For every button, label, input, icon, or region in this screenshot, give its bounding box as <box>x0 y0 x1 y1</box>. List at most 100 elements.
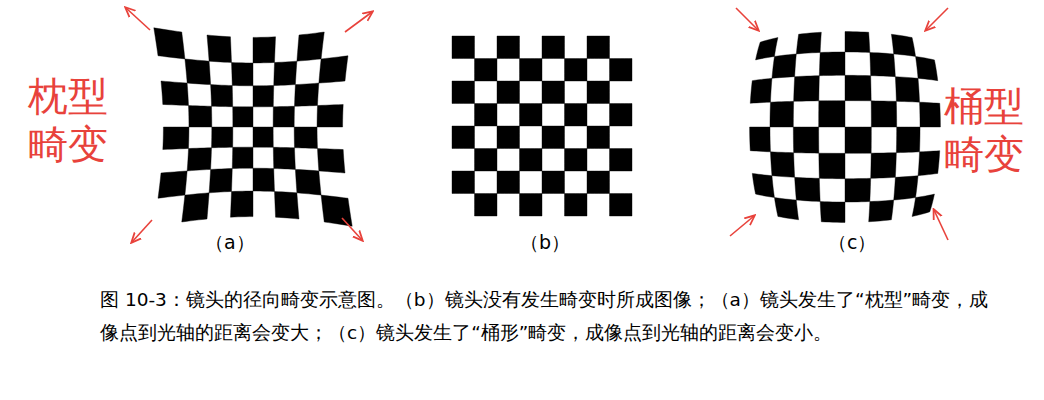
checker-square <box>253 37 276 63</box>
checker-square <box>321 195 352 226</box>
inward-arrow <box>926 8 948 30</box>
subfigure-label: （a） <box>205 230 255 256</box>
checker-square <box>845 32 870 53</box>
checker-square <box>610 59 633 82</box>
checker-square <box>820 202 845 223</box>
checker-square <box>230 191 253 217</box>
checker-square <box>845 127 871 153</box>
checker-square <box>772 54 796 78</box>
checker-square <box>520 59 543 82</box>
checker-square <box>318 149 346 174</box>
checker-square <box>295 83 319 106</box>
checker-square <box>253 168 275 191</box>
checker-square <box>189 106 212 128</box>
checker-square <box>187 148 211 171</box>
checker-square <box>770 101 794 127</box>
checker-square <box>565 104 588 127</box>
checker-square <box>610 149 633 172</box>
checker-square <box>232 147 253 168</box>
barrel-checkerboard <box>750 32 941 223</box>
checker-square <box>587 81 610 104</box>
checker-square <box>317 104 343 127</box>
handwritten-note: 桶型畸变 <box>944 82 1024 178</box>
checker-square <box>894 176 918 200</box>
checker-square <box>796 32 821 54</box>
checker-square <box>452 171 475 194</box>
checker-square <box>774 198 798 220</box>
checker-square <box>207 35 232 63</box>
checker-square <box>542 126 565 149</box>
checker-square <box>845 75 871 101</box>
checker-square <box>610 104 633 127</box>
outward-arrow <box>342 218 362 240</box>
checker-square <box>211 85 233 107</box>
inward-arrow <box>934 210 948 240</box>
checker-square <box>916 56 938 80</box>
checker-square <box>587 126 610 149</box>
pincushion-checkerboard <box>154 28 352 226</box>
checker-square <box>182 193 209 222</box>
checker-square <box>895 77 919 103</box>
checker-square <box>297 32 324 61</box>
normal-checkerboard <box>452 36 632 216</box>
checker-square <box>610 194 633 217</box>
checker-square <box>565 59 588 82</box>
checker-square <box>452 126 475 149</box>
checker-square <box>565 149 588 172</box>
checker-square <box>275 192 300 220</box>
checker-square <box>750 127 771 152</box>
checker-square <box>794 76 820 102</box>
subfigure-label: （c） <box>828 230 876 256</box>
checker-square <box>750 78 772 103</box>
checker-square <box>795 177 821 201</box>
checker-square <box>273 147 295 169</box>
outward-arrow <box>345 12 372 32</box>
checker-square <box>475 194 498 217</box>
outward-arrow <box>132 220 152 242</box>
checker-square <box>497 36 520 59</box>
checker-square <box>497 126 520 149</box>
checker-square <box>871 101 897 127</box>
checker-square <box>896 127 920 153</box>
checker-square <box>542 81 565 104</box>
checker-square <box>920 102 941 127</box>
checker-square <box>158 171 187 198</box>
checker-square <box>819 153 845 179</box>
handwritten-note: 枕型畸变 <box>28 72 108 168</box>
checker-square <box>520 149 543 172</box>
outward-arrow <box>126 8 150 30</box>
checker-square <box>163 127 189 150</box>
checker-square <box>819 52 845 76</box>
checker-square <box>452 36 475 59</box>
checker-square <box>274 61 297 85</box>
figure-caption: 图 10-3：镜头的径向畸变示意图。（b）镜头没有发生畸变时所成图像；（a）镜头… <box>100 283 1005 349</box>
checker-square <box>770 152 794 178</box>
checker-square <box>520 194 543 217</box>
checker-square <box>871 153 897 179</box>
checker-square <box>542 171 565 194</box>
checker-square <box>793 127 819 153</box>
checker-square <box>452 81 475 104</box>
checker-square <box>542 36 565 59</box>
checker-square <box>918 151 940 176</box>
checker-square <box>475 104 498 127</box>
checker-square <box>520 104 543 127</box>
checker-square <box>497 171 520 194</box>
checker-square <box>212 127 233 148</box>
checker-square <box>154 28 185 59</box>
checker-square <box>891 34 915 56</box>
checker-square <box>912 194 934 216</box>
checker-square <box>752 173 774 197</box>
checker-square <box>497 81 520 104</box>
checker-square <box>253 127 273 147</box>
checker-square <box>253 86 274 107</box>
checker-square <box>232 63 254 86</box>
checker-square <box>295 169 321 195</box>
checker-square <box>185 59 211 85</box>
checker-square <box>475 59 498 82</box>
checker-square <box>819 101 845 127</box>
checker-square <box>161 81 189 106</box>
checker-square <box>870 52 896 76</box>
inward-arrow <box>730 216 754 236</box>
